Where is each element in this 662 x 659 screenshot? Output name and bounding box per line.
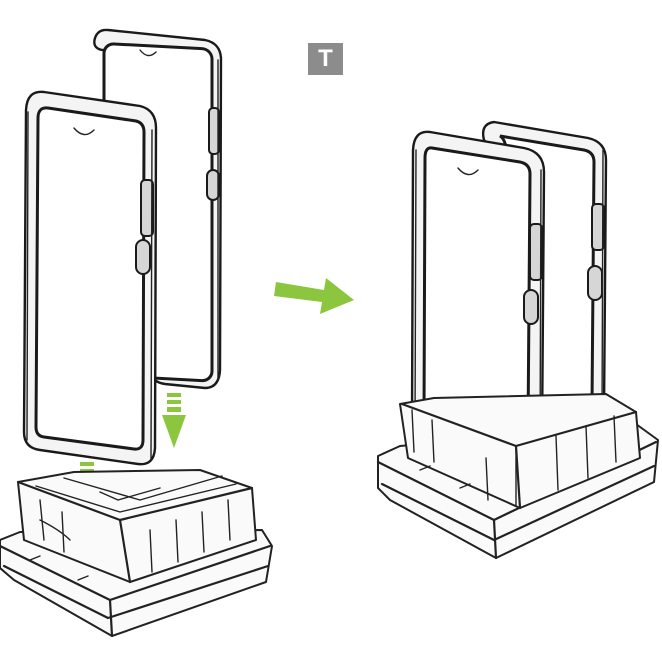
right-scene: [376, 120, 659, 560]
charging-cradle-left: [0, 469, 273, 638]
step-badge: T: [308, 43, 343, 75]
down-arrow-icon: [162, 393, 186, 448]
charging-cradle-right: [376, 393, 659, 560]
left-scene: [0, 28, 273, 638]
phone-front-right: [410, 130, 546, 456]
phone-front-left: [22, 90, 158, 466]
right-arrow-icon: [274, 278, 354, 314]
